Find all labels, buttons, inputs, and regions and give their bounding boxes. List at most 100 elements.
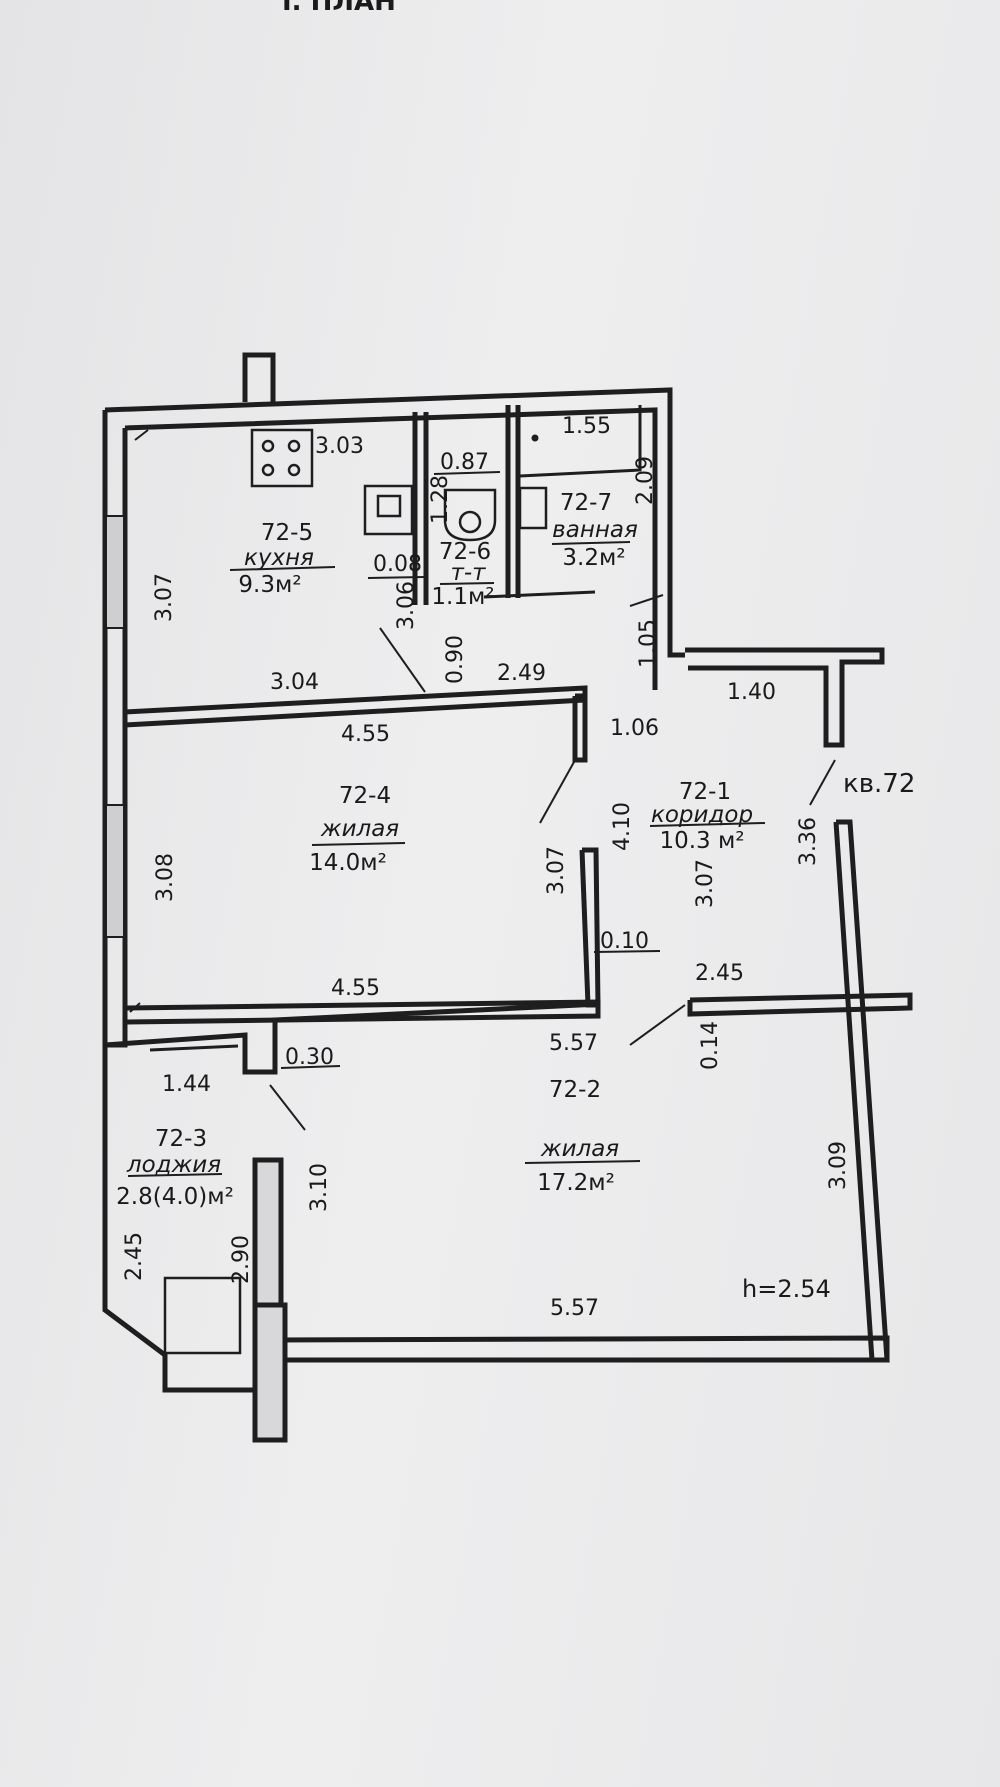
burner-4 bbox=[287, 463, 301, 477]
dim-rule bbox=[367, 576, 426, 579]
entry-wing-wall bbox=[685, 647, 885, 748]
dim: 3.10 bbox=[307, 1163, 332, 1212]
room-name: жилая bbox=[320, 816, 399, 842]
room-area: 9.3м² bbox=[238, 572, 301, 598]
room-area: 2.8(4.0)м² bbox=[116, 1184, 234, 1210]
label-rule bbox=[551, 541, 631, 545]
label-rule bbox=[524, 1160, 641, 1164]
room-living-large: 72-2 жилая 17.2м² bbox=[524, 1077, 641, 1196]
room-area: 10.3 м² bbox=[659, 828, 744, 854]
burner-1 bbox=[261, 439, 275, 453]
bath-drain bbox=[531, 434, 539, 442]
dim: 1.44 bbox=[162, 1072, 211, 1097]
wall-bath-door bbox=[483, 590, 596, 599]
dim: 3.09 bbox=[826, 1141, 851, 1190]
room-number: 72-6 bbox=[439, 539, 491, 565]
wall-room4-room2 bbox=[124, 999, 601, 1025]
ceiling-height: h=2.54 bbox=[742, 1275, 831, 1303]
dim: 5.57 bbox=[550, 1296, 599, 1321]
outer-wall-top bbox=[104, 387, 685, 658]
outer-wall-bottom bbox=[272, 1335, 890, 1363]
room-area: 3.2м² bbox=[562, 545, 625, 571]
dim: 2.90 bbox=[229, 1235, 254, 1284]
dim: 3.36 bbox=[796, 817, 821, 866]
burner-2 bbox=[287, 439, 301, 453]
loggia-cabinet bbox=[163, 1276, 242, 1355]
window-room-4 bbox=[105, 804, 125, 938]
room-name: ванная bbox=[552, 517, 638, 543]
dim: 1.55 bbox=[562, 414, 611, 439]
room-area: 17.2м² bbox=[537, 1170, 615, 1196]
loggia-wall-top bbox=[104, 1001, 601, 1075]
wall-room4-corridor bbox=[579, 847, 601, 1008]
room-number: 72-4 bbox=[339, 783, 391, 809]
dim-rule bbox=[593, 950, 661, 953]
room-name: т-т bbox=[450, 560, 486, 586]
room-toilet: 72-6 т-т 1.1м² bbox=[431, 539, 494, 610]
dim: 2.09 bbox=[633, 456, 658, 505]
loggia-pier bbox=[252, 1157, 284, 1313]
dim: 3.08 bbox=[153, 853, 178, 902]
room-name: кухня bbox=[244, 545, 314, 571]
header-fragment: I. ПЛАН bbox=[282, 0, 396, 17]
door-loggia bbox=[269, 1084, 306, 1131]
room-name: жилая bbox=[540, 1136, 619, 1162]
door-room4 bbox=[539, 761, 575, 824]
door-entry bbox=[809, 759, 836, 806]
door-room2 bbox=[629, 1004, 686, 1046]
room-number: 72-5 bbox=[261, 520, 313, 546]
dim: 4.55 bbox=[341, 722, 390, 747]
room-number: 72-1 bbox=[679, 779, 731, 805]
dim: 4.10 bbox=[610, 802, 635, 851]
corner-tick-kitchen bbox=[134, 429, 149, 441]
wall-corridor-room2 bbox=[687, 992, 913, 1017]
toilet-seat bbox=[458, 510, 482, 534]
dim: 0.14 bbox=[698, 1021, 723, 1070]
dim: 1.28 bbox=[428, 475, 453, 524]
room-loggia: 72-3 лоджия 2.8(4.0)м² bbox=[116, 1126, 234, 1210]
dim-rule bbox=[280, 1065, 341, 1069]
room-corridor: 72-1 коридор 10.3 м² bbox=[649, 779, 766, 854]
bath-sink bbox=[518, 486, 548, 530]
vent-shaft bbox=[242, 352, 276, 402]
dim: 0.90 bbox=[443, 635, 468, 684]
room-living-small: 72-4 жилая 14.0м² bbox=[309, 783, 406, 876]
wall-stub-door bbox=[572, 693, 588, 763]
door-kitchen bbox=[379, 627, 426, 693]
burner-3 bbox=[261, 463, 275, 477]
apartment-label: кв.72 bbox=[843, 769, 915, 799]
window-kitchen bbox=[105, 515, 125, 629]
dim: 5.57 bbox=[549, 1031, 598, 1056]
dim: 3.07 bbox=[152, 573, 177, 622]
label-rule bbox=[311, 842, 406, 846]
dim: 3.06 bbox=[394, 581, 419, 630]
toilet-bowl bbox=[443, 488, 497, 542]
room-area: 14.0м² bbox=[309, 850, 387, 876]
dim: 0.87 bbox=[440, 450, 489, 475]
kitchen-sink-basin bbox=[376, 494, 402, 518]
room-number: 72-3 bbox=[155, 1126, 207, 1152]
dim: 3.07 bbox=[693, 859, 718, 908]
room-kitchen: 72-5 кухня 9.3м² bbox=[229, 520, 336, 598]
dim: 0.10 bbox=[600, 929, 649, 954]
stove bbox=[250, 428, 314, 488]
label-rule bbox=[229, 566, 336, 571]
label-rule bbox=[127, 1173, 223, 1177]
label-rule bbox=[649, 822, 766, 827]
wall-kitchen-room4 bbox=[124, 685, 588, 728]
dim: 0.08 bbox=[373, 552, 422, 577]
dimension-labels: 3.03 0.87 1.55 2.09 1.28 0.08 3.06 0.90 … bbox=[122, 414, 851, 1321]
dim: 1.40 bbox=[727, 680, 776, 705]
wall-bath-inner bbox=[519, 405, 642, 478]
outer-wall-right bbox=[833, 819, 890, 1363]
loggia-rail bbox=[149, 1044, 239, 1052]
dim: 3.03 bbox=[315, 434, 364, 459]
loggia-pier-lower bbox=[252, 1302, 288, 1443]
dim-rule bbox=[433, 471, 501, 475]
label-rule bbox=[439, 582, 495, 585]
dim: 2.45 bbox=[122, 1232, 147, 1281]
door-bath bbox=[629, 594, 664, 607]
dim: 1.06 bbox=[610, 716, 659, 741]
